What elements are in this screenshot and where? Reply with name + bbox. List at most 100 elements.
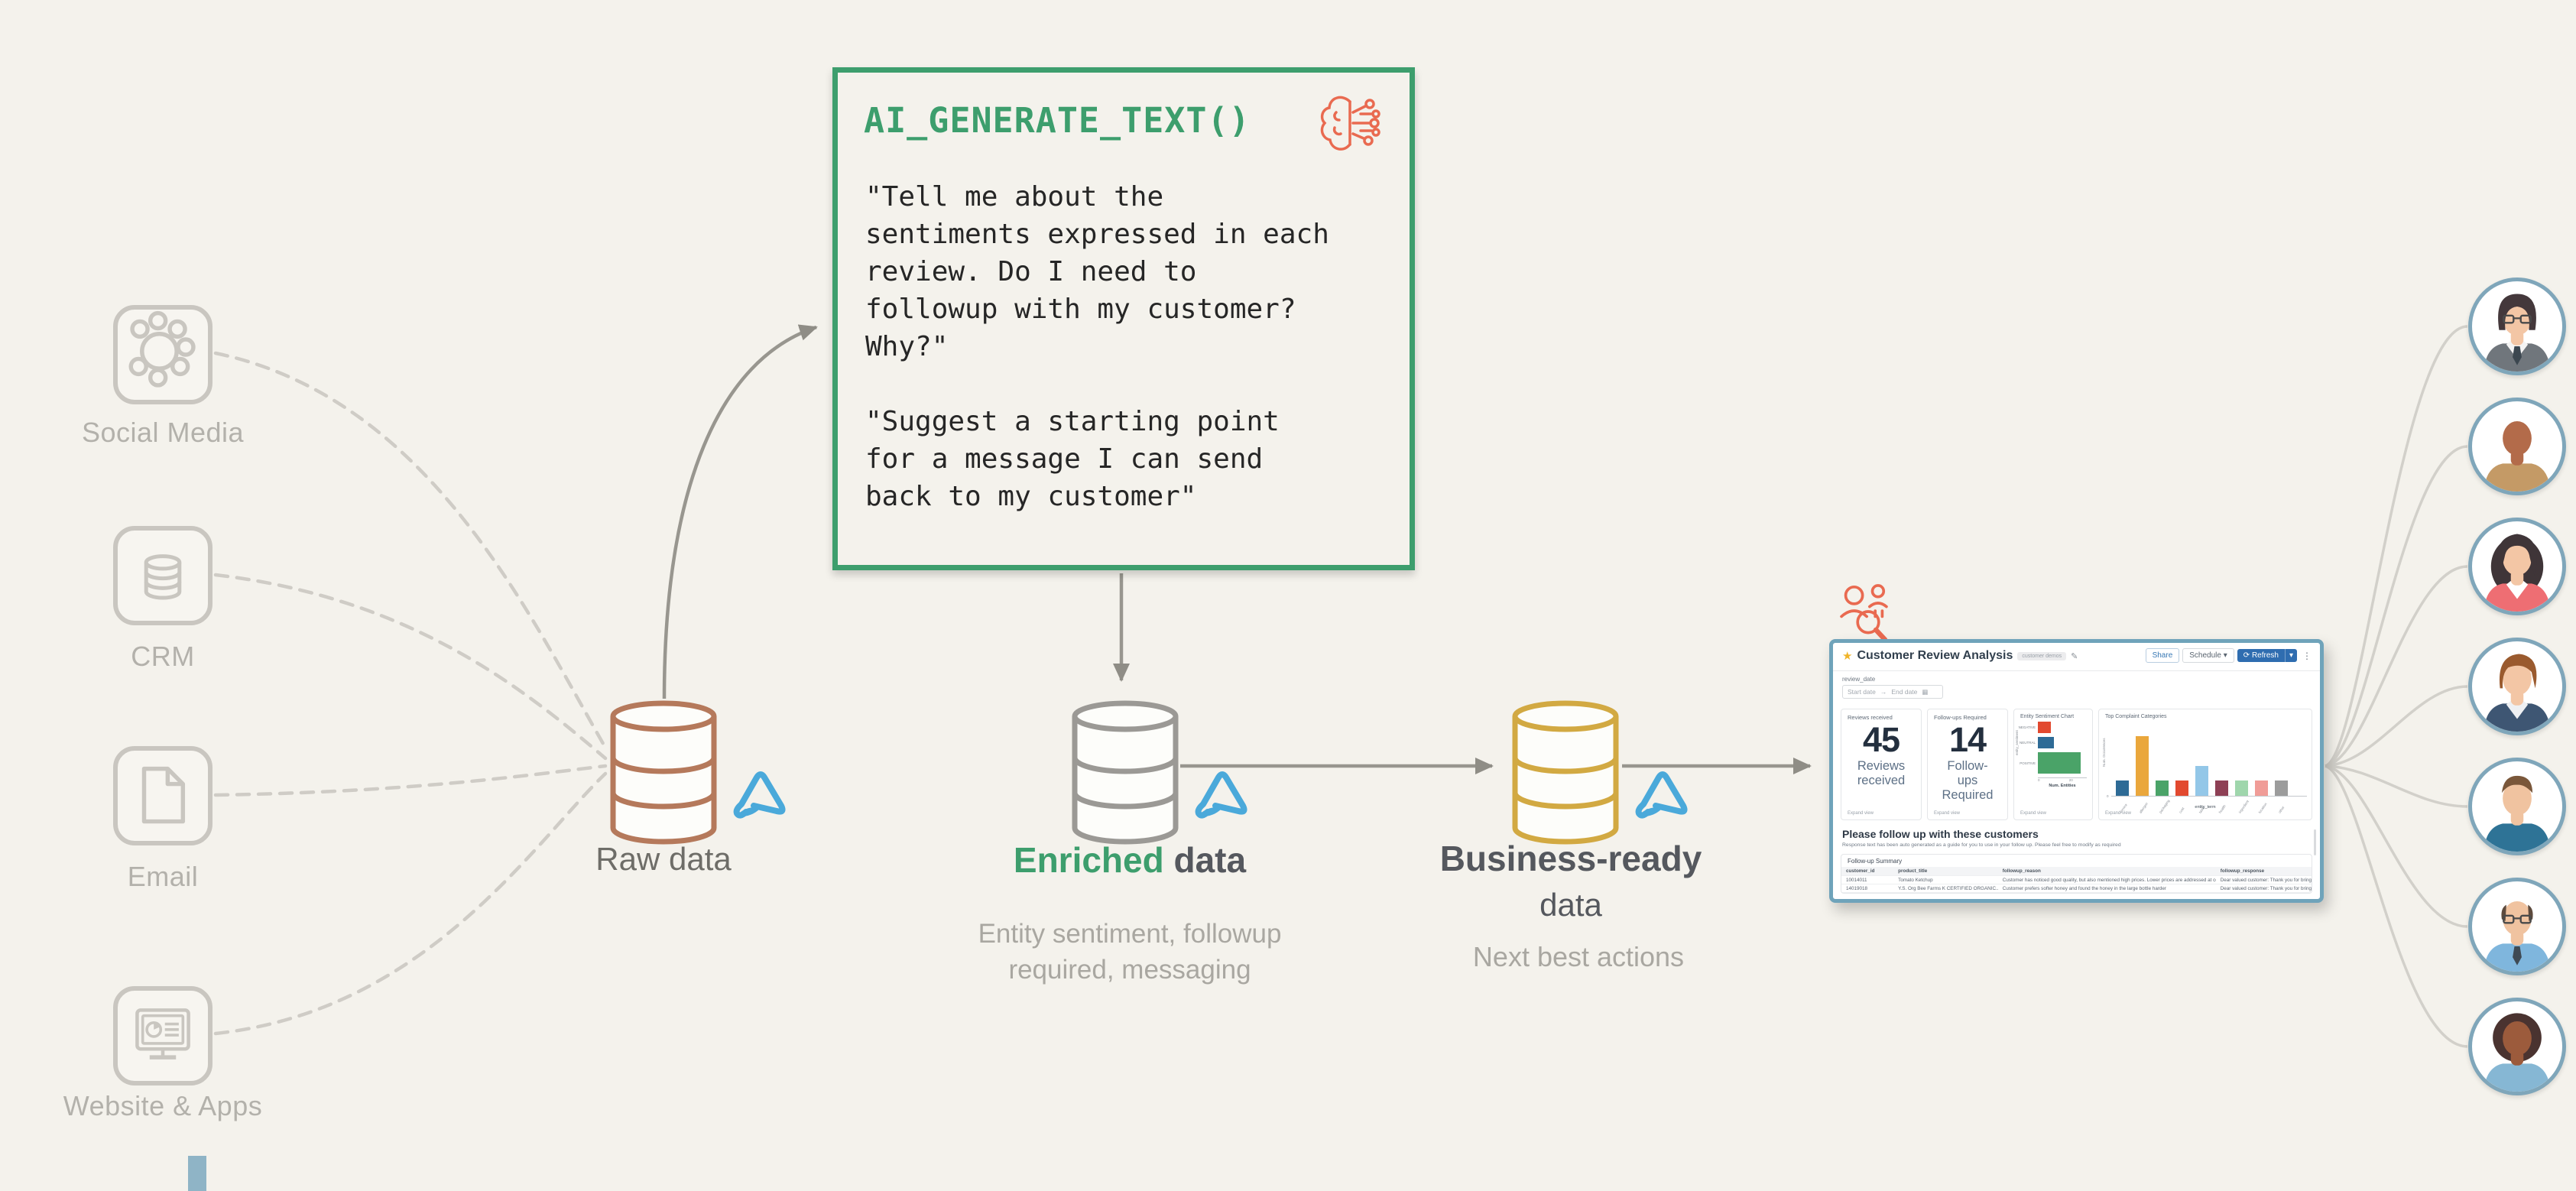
sentiment-row: NEUTRAL — [2014, 737, 2092, 748]
enriched-data-label: Enriched data — [969, 839, 1290, 881]
sentiment-category-label: POSITIVE — [2020, 761, 2036, 765]
enriched-subtitle: Entity sentiment, followup required, mes… — [978, 919, 1282, 985]
followup-note: Response text has been auto generated as… — [1842, 842, 2121, 848]
table-cell: 14019018 — [1841, 884, 1894, 893]
table-column-header: followup_response — [2215, 867, 2312, 876]
complaints-bar-chart — [2111, 725, 2307, 797]
sentiment-bar — [2038, 722, 2051, 733]
table-cell: Y.S. Org Bee Farms K CERTIFIED ORGANIC..… — [1893, 884, 1998, 893]
avatar-illustration — [2484, 901, 2551, 972]
dashboard-actions: Share Schedule ▾ ⟳ Refresh ▾ ⋮ — [2145, 648, 2314, 663]
kebab-menu-icon[interactable]: ⋮ — [2302, 650, 2312, 661]
kpi-value: 14 — [1948, 720, 1987, 759]
avatar-illustration — [2484, 1013, 2551, 1092]
table-cell: No Pudge! Fat Free Fudge Brownie Mix, 13… — [1893, 892, 1998, 893]
ai-brain-circuit-icon — [1320, 96, 1380, 151]
avatar-illustration — [2484, 654, 2551, 732]
vantage-triangle-logo — [733, 771, 786, 819]
business-ready-label-2: data — [1539, 887, 1602, 923]
date-range-input[interactable]: Start date → End date ▦ — [1842, 685, 1943, 699]
ai-generate-text-box: AI_GENERATE_TEXT() "Tell me about the se… — [832, 67, 1415, 570]
enriched-highlight: Enriched — [1013, 840, 1164, 880]
share-button[interactable]: Share — [2145, 648, 2180, 663]
sentiment-row: POSITIVE — [2014, 752, 2092, 774]
end-date-placeholder: End date — [1891, 688, 1918, 696]
window-edge-artifact — [188, 1156, 206, 1191]
chart-xlabel: entity_term — [2195, 805, 2216, 810]
range-arrow: → — [1880, 688, 1887, 696]
table-column-header: followup_reason — [1997, 867, 2216, 876]
database-icon — [144, 554, 182, 600]
sentiment-category-label: NEUTRAL — [2019, 741, 2036, 745]
table-cell: Tomato Ketchup — [1893, 875, 1998, 884]
vantage-triangle-logo — [1635, 771, 1688, 819]
table-cell: 10014011 — [1841, 875, 1894, 884]
sentiment-bar — [2038, 737, 2054, 748]
sentiment-row: NEGATIVE — [2014, 722, 2092, 733]
table-cell: Dear valued customer: Thank you for brin… — [2215, 875, 2312, 884]
source-crm — [113, 526, 213, 625]
kpi-card-reviews: Reviews received 45 Reviews received Exp… — [1841, 709, 1922, 820]
complaints-chart-card: Top Complaint Categories Num. Occurrence… — [2098, 709, 2312, 820]
schedule-button[interactable]: Schedule ▾ — [2182, 648, 2234, 663]
followup-table-title: Follow-up Summary — [1848, 858, 1903, 865]
fanout-lines — [2325, 325, 2468, 1048]
avatar-bald-man-tan-shirt — [2468, 398, 2566, 495]
filter-label: review_date — [1842, 676, 1876, 683]
source-label-crm: CRM — [131, 641, 195, 672]
ai-prompt-text: "Tell me about the sentiments expressed … — [865, 181, 1329, 512]
avatar-man-brown-hair-teal-hoodie — [2468, 758, 2566, 855]
kpi-card-followups: Follow-ups Required 14 Follow-ups Requir… — [1927, 709, 2008, 820]
refresh-split-button[interactable]: ⟳ Refresh ▾ — [2237, 649, 2297, 662]
kpi-row: Reviews received 45 Reviews received Exp… — [1841, 709, 2312, 820]
scrollbar-thumb[interactable] — [2314, 829, 2316, 855]
chart-title: Top Complaint Categories — [2105, 714, 2167, 719]
expand-view-link[interactable]: Expand view — [1934, 811, 1961, 816]
expand-view-link[interactable]: Expand view — [1848, 811, 1874, 816]
enriched-rest: data — [1163, 840, 1247, 880]
dashboard-title: Customer Review Analysis — [1857, 649, 2013, 662]
customer-analysis-icon — [1840, 584, 1888, 643]
source-label-website-apps: Website & Apps — [63, 1090, 263, 1121]
social-network-icon — [128, 310, 196, 388]
sentiment-category-label: NEGATIVE — [2018, 725, 2036, 729]
source-label-email: Email — [127, 861, 199, 892]
avatar-illustration — [2484, 775, 2551, 852]
raw-data-label: Raw data — [595, 841, 732, 877]
source-social-media — [113, 305, 213, 404]
chart-zero-tick: 0 — [2107, 794, 2109, 798]
expand-view-link[interactable]: Expand view — [2105, 811, 2132, 816]
source-label-social-media: Social Media — [81, 417, 245, 448]
complaint-bar — [2175, 780, 2188, 796]
expand-view-link[interactable]: Expand view — [2020, 811, 2047, 816]
kpi-caption: Reviews received — [1857, 759, 1906, 787]
avatar-illustration — [2484, 420, 2551, 492]
followup-heading: Please follow up with these customers — [1842, 828, 2039, 840]
edit-pencil-icon[interactable]: ✎ — [2071, 651, 2078, 661]
kpi-header: Follow-ups Required — [1934, 714, 1987, 721]
dashed-source-connectors — [213, 351, 608, 1036]
complaint-bar — [2235, 780, 2248, 796]
chart-title: Entity Sentiment Chart — [2020, 714, 2075, 719]
flow-arrows — [662, 324, 1812, 774]
chart-ylabel: entity_sentiment — [2015, 730, 2019, 755]
table-row: 82830912No Pudge! Fat Free Fudge Brownie… — [1841, 892, 2312, 893]
favorite-star-icon[interactable]: ★ — [1842, 650, 1853, 663]
avatar-balding-man-glasses-blue-shirt-tie — [2468, 878, 2566, 975]
table-cell: Customer prefers softer honey and found … — [1997, 884, 2216, 893]
kpi-header: Reviews received — [1848, 714, 1893, 721]
business-ready-label: Business-ready — [1439, 839, 1702, 878]
vantage-triangle-logo — [1195, 771, 1247, 819]
kpi-caption: Follow-ups Required — [1942, 759, 1994, 802]
analytics-monitor-icon — [135, 1008, 190, 1060]
calendar-icon[interactable]: ▦ — [1922, 687, 1929, 696]
source-website-apps — [113, 986, 213, 1086]
table-cell: Customer is disappointed that FF Brownie… — [1997, 892, 2216, 893]
document-icon — [141, 766, 186, 824]
